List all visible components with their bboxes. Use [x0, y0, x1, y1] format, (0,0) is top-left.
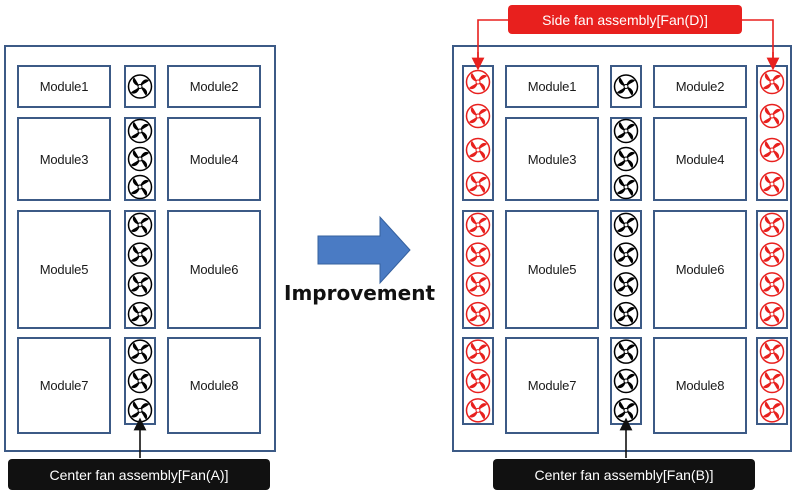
fan-icon-black [127, 242, 153, 267]
improvement-label: Improvement [284, 281, 436, 305]
fan-icon-black [127, 174, 153, 200]
left-module-1: Module1 [17, 65, 111, 108]
fan-icon-red [759, 212, 785, 238]
right-module-3: Module3 [505, 117, 599, 201]
fan-icon-black [127, 74, 153, 99]
fan-icon-black [613, 146, 639, 172]
fan-icon-black [127, 368, 153, 394]
fan-icon-red [465, 212, 491, 238]
fan-icon-red [759, 242, 785, 267]
left-module-3: Module3 [17, 117, 111, 201]
fan-icon-black [613, 339, 639, 364]
fan-icon-black [613, 301, 639, 327]
fan-icon-black [127, 301, 153, 327]
fan-icon-red [465, 69, 491, 95]
left-center-fan-label: Center fan assembly[Fan(A)] [8, 459, 270, 490]
fan-icon-black [613, 242, 639, 267]
fan-icon-red [759, 368, 785, 394]
fan-icon-black [613, 118, 639, 144]
fan-icon-black [127, 398, 153, 423]
fan-icon-red [759, 69, 785, 95]
right-module-7: Module7 [505, 337, 599, 434]
left-module-4: Module4 [167, 117, 261, 201]
fan-icon-red [759, 301, 785, 327]
fan-icon-black [613, 212, 639, 238]
fan-icon-red [759, 137, 785, 163]
side-fan-label: Side fan assembly[Fan(D)] [508, 5, 742, 34]
fan-icon-red [465, 301, 491, 327]
right-module-6: Module6 [653, 210, 747, 329]
fan-icon-red [759, 171, 785, 197]
fan-icon-red [759, 398, 785, 423]
right-module-2: Module2 [653, 65, 747, 108]
fan-icon-red [465, 398, 491, 423]
fan-icon-red [465, 272, 491, 297]
left-module-8: Module8 [167, 337, 261, 434]
fan-icon-black [127, 118, 153, 144]
left-module-2: Module2 [167, 65, 261, 108]
right-module-5: Module5 [505, 210, 599, 329]
fan-icon-red [465, 137, 491, 163]
fan-icon-black [613, 272, 639, 297]
fan-icon-red [465, 242, 491, 267]
improvement-arrow-icon [317, 215, 411, 285]
fan-icon-red [759, 103, 785, 129]
side-fan-bracket [477, 19, 774, 60]
right-module-8: Module8 [653, 337, 747, 434]
left-module-5: Module5 [17, 210, 111, 329]
fan-icon-black [127, 272, 153, 297]
fan-icon-black [127, 339, 153, 364]
fan-icon-red [465, 103, 491, 129]
fan-icon-red [465, 171, 491, 197]
right-module-1: Module1 [505, 65, 599, 108]
fan-icon-black [127, 146, 153, 172]
fan-icon-red [465, 368, 491, 394]
fan-icon-red [465, 339, 491, 364]
fan-icon-black [613, 368, 639, 394]
left-module-6: Module6 [167, 210, 261, 329]
left-module-7: Module7 [17, 337, 111, 434]
fan-icon-black [127, 212, 153, 238]
fan-icon-red [759, 272, 785, 297]
right-module-4: Module4 [653, 117, 747, 201]
fan-icon-black [613, 174, 639, 200]
fan-icon-red [759, 339, 785, 364]
fan-icon-black [613, 398, 639, 423]
fan-icon-black [613, 74, 639, 99]
right-center-fan-label: Center fan assembly[Fan(B)] [493, 459, 755, 490]
